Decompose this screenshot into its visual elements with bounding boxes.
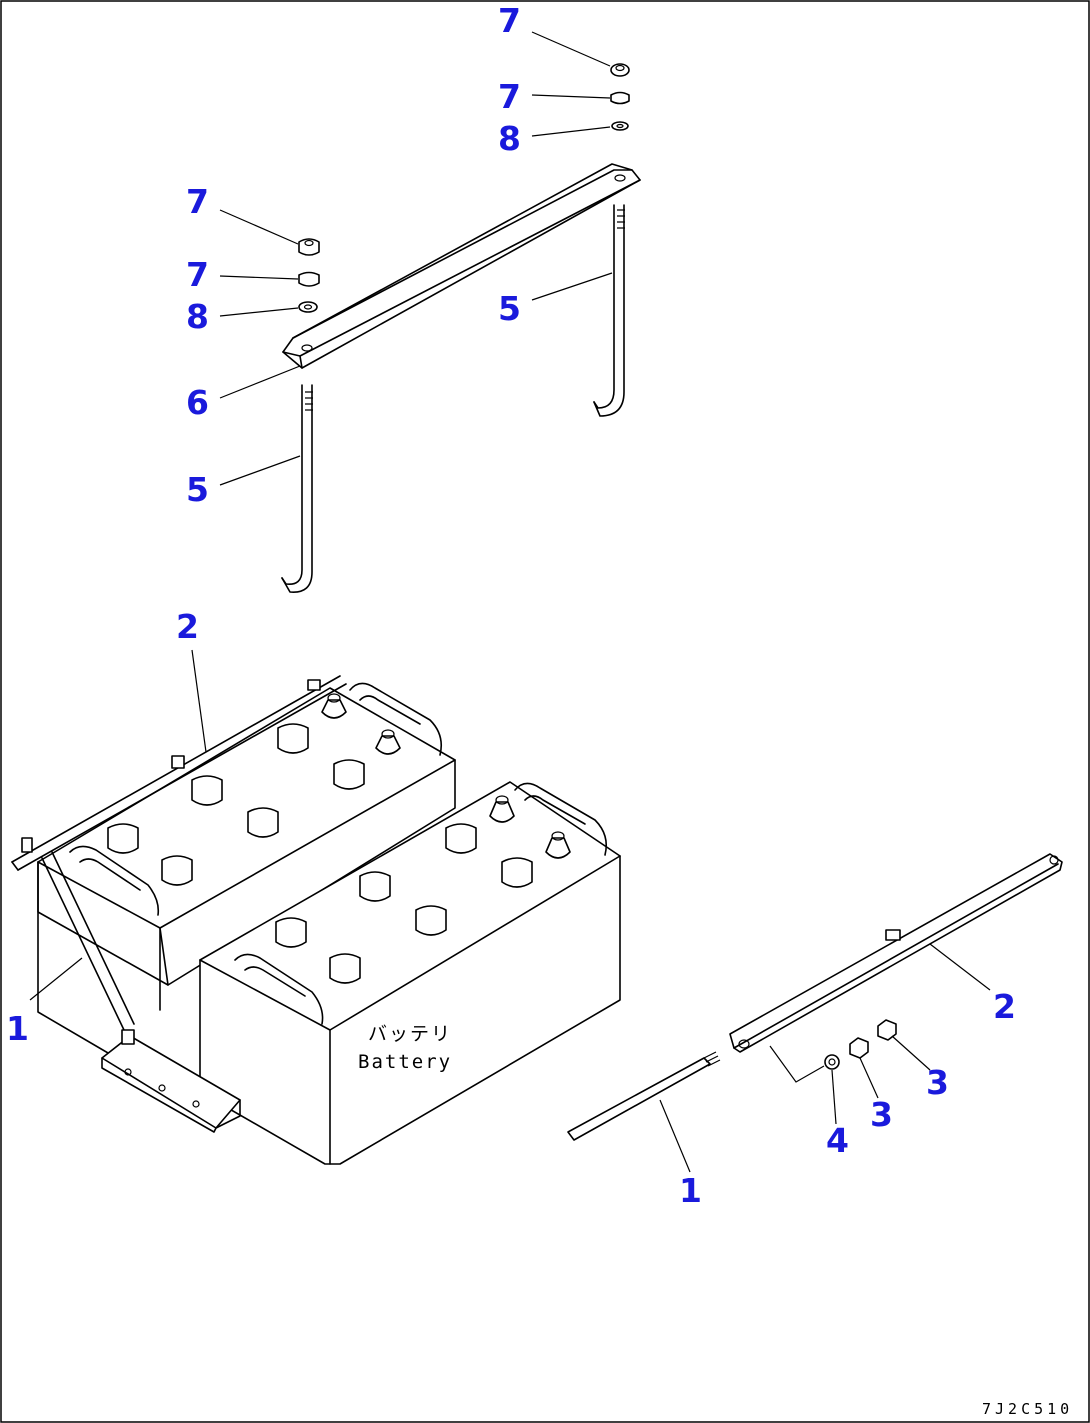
battery-label-jp: バッテリ [368, 1023, 452, 1045]
nut-part-3 [877, 1019, 897, 1041]
washer-part-4 [824, 1054, 840, 1070]
callout-label: 8 [186, 297, 209, 336]
callout-label: 3 [926, 1063, 949, 1102]
callout-label: 3 [870, 1095, 893, 1134]
callout-label: 7 [186, 255, 209, 294]
battery-front: バッテリ Battery [199, 781, 621, 1165]
callout-label: 2 [993, 987, 1016, 1026]
nut-part-3 [849, 1037, 869, 1059]
nut-part-7 [298, 271, 320, 287]
j-bolt-right-part-5 [593, 204, 625, 417]
callout-label: 5 [186, 470, 209, 509]
callout-label: 1 [679, 1171, 702, 1210]
callout-label: 7 [498, 77, 521, 116]
bottom-bracket [101, 1029, 241, 1133]
callout-label: 6 [186, 383, 209, 422]
drawing-code: 7J2C510 [982, 1400, 1073, 1418]
leader-lines [29, 31, 991, 1173]
loose-hardware [769, 1019, 897, 1083]
battery-terminal [489, 801, 515, 823]
washer-part-8 [298, 301, 318, 313]
clamp-rod-loose-part-1 [567, 1051, 721, 1141]
upper-left-hardware-stack [298, 238, 320, 313]
battery-terminal [375, 735, 401, 755]
callout-label: 8 [498, 119, 521, 158]
callout-label: 7 [498, 1, 521, 40]
battery-caps-back [107, 723, 365, 886]
callout-label: 5 [498, 289, 521, 328]
j-bolt-left-part-5 [281, 384, 313, 593]
top-bracket-part-6 [282, 163, 641, 369]
upper-right-hardware-stack [610, 63, 630, 131]
callout-label: 7 [186, 182, 209, 221]
clamp-rod-loose-part-2 [729, 853, 1063, 1053]
battery-terminal [545, 837, 571, 859]
callout-numbers: 7 7 8 7 7 8 5 6 5 2 1 2 3 3 4 1 [6, 1, 1016, 1210]
callout-label: 1 [6, 1009, 29, 1048]
callout-label: 4 [826, 1121, 849, 1160]
battery-label-en: Battery [358, 1051, 452, 1073]
washer-part-8 [611, 121, 629, 131]
battery-back [37, 682, 456, 1061]
battery-terminal [321, 699, 347, 719]
nut-part-7 [610, 91, 630, 105]
battery-caps-front [275, 823, 533, 984]
clamp-rod-installed-part-2 [11, 675, 347, 871]
clamp-rod-installed-part-1 [41, 851, 135, 1031]
nut-part-7 [298, 238, 320, 256]
callout-label: 2 [176, 607, 199, 646]
